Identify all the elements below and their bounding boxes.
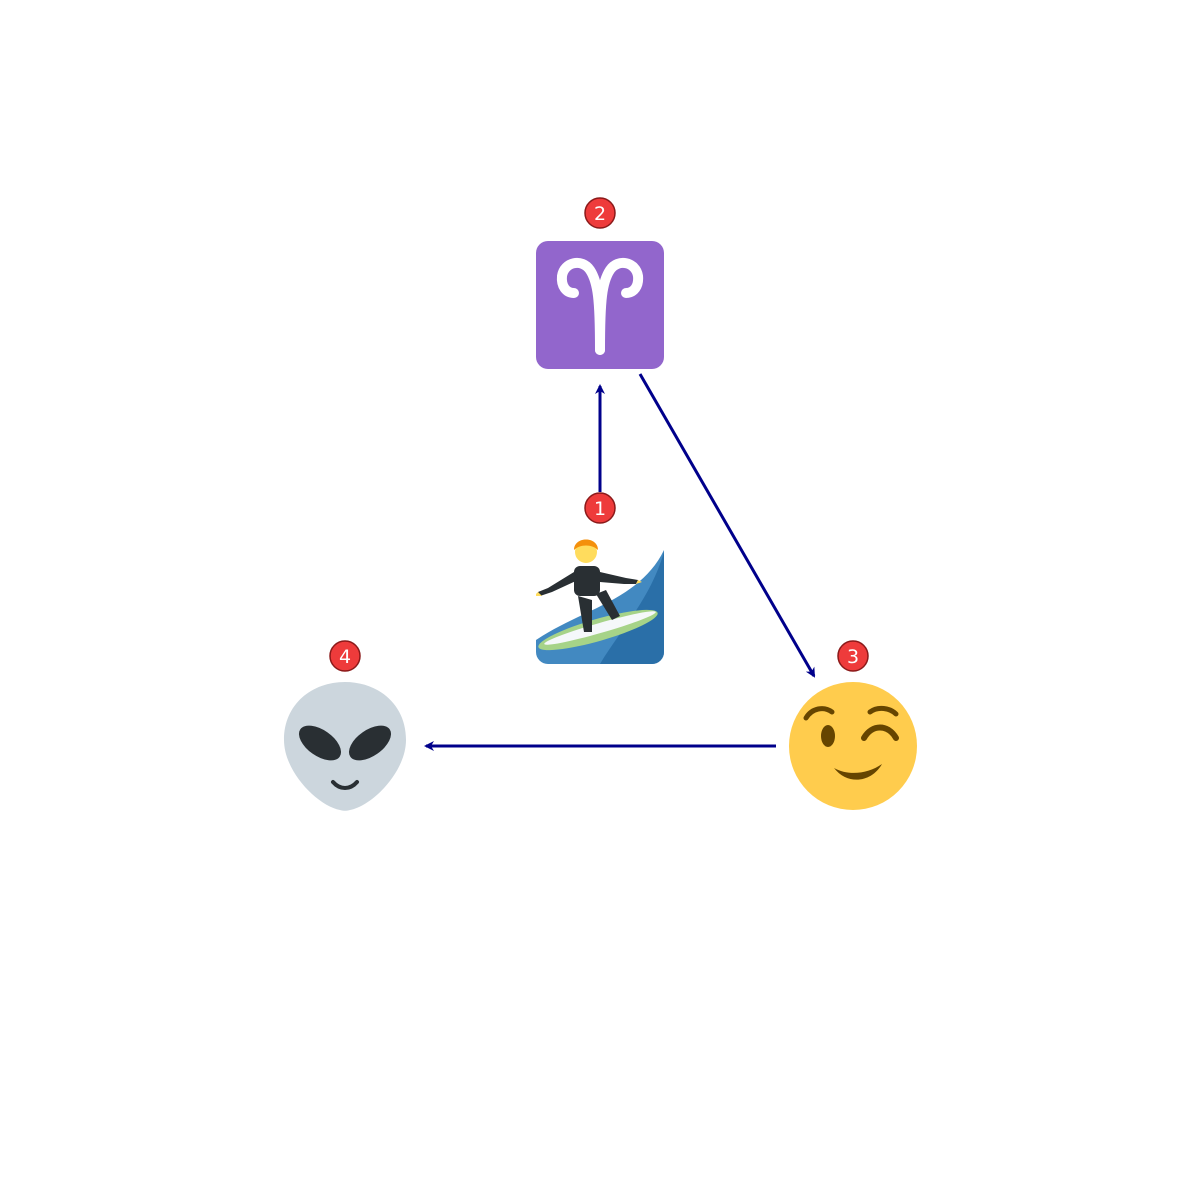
node-badge xyxy=(837,640,869,672)
node-1: 1 xyxy=(536,492,664,664)
surfer-icon xyxy=(536,539,664,664)
alien-icon xyxy=(284,682,406,811)
node-2: 2 xyxy=(536,197,664,369)
node-3: 3 xyxy=(789,640,917,810)
aries-icon xyxy=(536,241,664,369)
edge-2-to-3 xyxy=(638,373,816,678)
node-badge xyxy=(584,197,616,229)
winking-face-icon xyxy=(789,682,917,810)
node-badge xyxy=(329,640,361,672)
node-number: 3 xyxy=(847,646,859,668)
node-badge xyxy=(584,492,616,524)
node-number: 1 xyxy=(594,498,606,520)
node-number: 2 xyxy=(594,203,606,225)
node-number: 4 xyxy=(339,646,351,668)
node-4: 4 xyxy=(284,640,406,811)
edges xyxy=(424,373,816,751)
